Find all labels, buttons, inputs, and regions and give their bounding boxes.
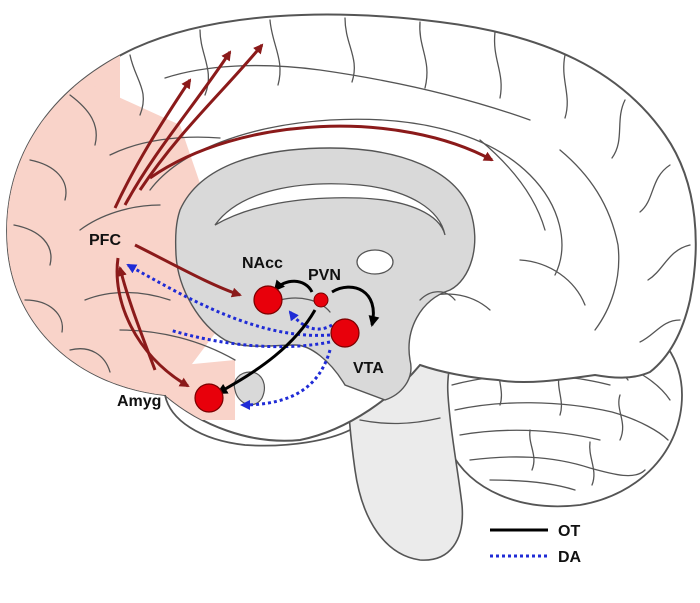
vta-to-pfc-arrow xyxy=(126,263,331,337)
amyg-label: Amyg xyxy=(117,393,161,410)
vta-label: VTA xyxy=(353,360,384,377)
da-projections xyxy=(126,263,333,410)
vta-node xyxy=(330,318,360,348)
pfc-projection-posterior xyxy=(149,124,494,180)
pfc-projection-dorsal-1 xyxy=(113,78,192,209)
amyg-to-pfc-arrow xyxy=(117,266,157,371)
pfc-projection-dorsal-3 xyxy=(138,43,264,191)
cortical-gyri xyxy=(13,17,691,373)
vta-to-nacc-arrow xyxy=(288,310,333,331)
pvn-to-vta-arrow xyxy=(331,285,380,327)
pvn-node xyxy=(313,292,329,308)
interthalamic-adhesion xyxy=(356,249,394,275)
temporal-pole-outline xyxy=(164,394,351,447)
pfc-label: PFC xyxy=(89,232,121,249)
pvn-label: PVN xyxy=(308,267,341,284)
pvn-to-nacc-arrow xyxy=(273,279,314,293)
legend: OT DA xyxy=(490,523,582,566)
pvn-to-amyg-arrow xyxy=(216,309,317,395)
pfc-to-nacc-arrow xyxy=(134,243,242,298)
pfc-projection-dorsal-2 xyxy=(123,50,232,206)
nacc-label: NAcc xyxy=(242,255,283,272)
ot-projections xyxy=(216,279,380,395)
legend-ot-label: OT xyxy=(558,523,580,540)
inner-structures xyxy=(174,147,476,406)
nuclei xyxy=(194,285,360,413)
vta-to-pfc-lower xyxy=(169,328,331,349)
pons-line xyxy=(359,417,441,425)
legend-da-label: DA xyxy=(558,549,582,566)
vta-to-amyg-arrow xyxy=(240,349,332,410)
amyg-node xyxy=(194,383,224,413)
nacc-node xyxy=(253,285,283,315)
corpus-callosum-inner xyxy=(214,183,446,236)
pfc-projections xyxy=(113,43,494,388)
